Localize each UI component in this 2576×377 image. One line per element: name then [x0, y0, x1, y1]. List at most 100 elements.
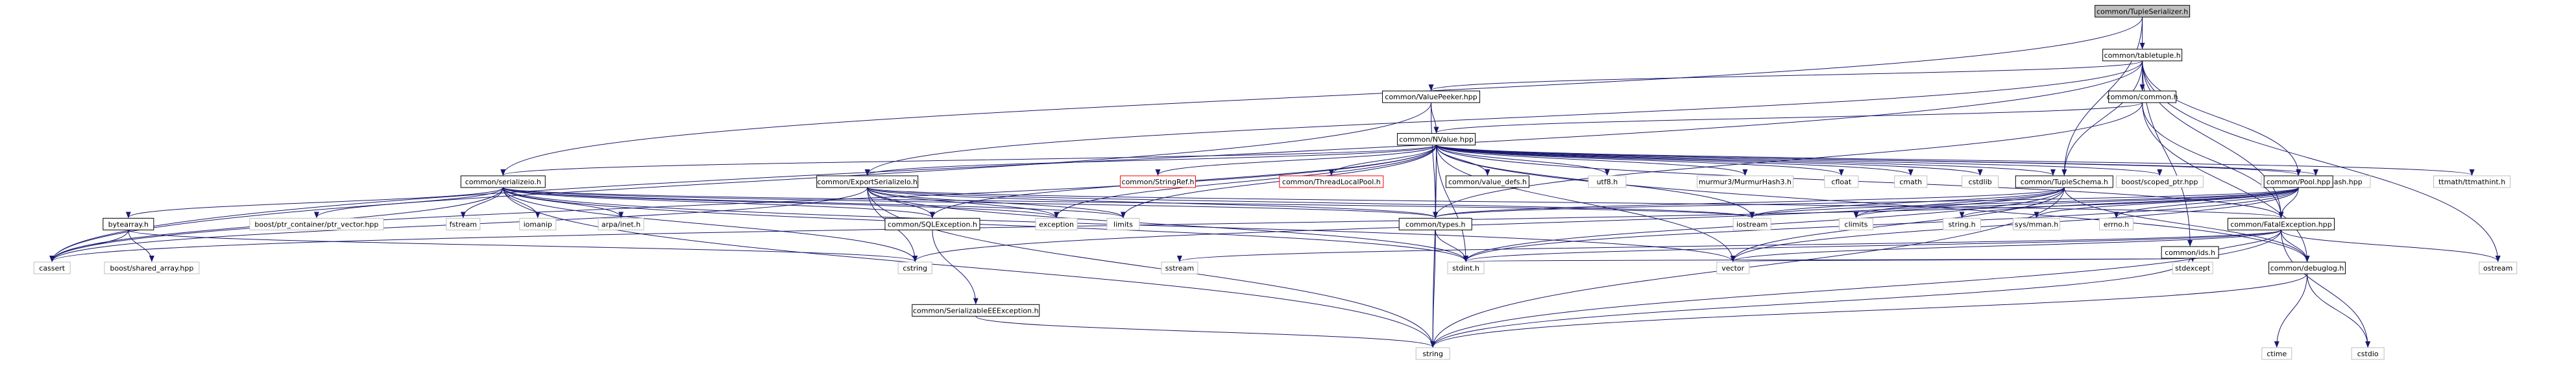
node-label-ba: bytearray.h: [108, 220, 149, 228]
node-label-bsp: boost/scoped_ptr.hpp: [2121, 178, 2198, 186]
edge-types-to-string: [1430, 230, 1436, 348]
node-label-ostream: ostream: [2483, 264, 2512, 273]
edge-esio-to-fe: [867, 187, 2283, 219]
edge-pool-to-fe: [2278, 187, 2299, 219]
edge-sio-to-cstring: [502, 187, 918, 262]
edge-sqle-to-sseee: [932, 230, 978, 305]
edge-vp-to-cassert: [49, 103, 1432, 262]
node-box-climits: [1839, 217, 1874, 230]
node-cfloat: cfloat: [1824, 175, 1859, 188]
edge-esio-to-exc: [867, 187, 1059, 219]
node-box-nv: [1397, 133, 1476, 146]
node-cm[interactable]: common/common.h: [2107, 90, 2178, 103]
node-label-cmath: cmath: [1899, 178, 1922, 186]
node-box-cfloat: [1824, 175, 1859, 188]
edge-vp-to-nv: [1431, 103, 1439, 134]
node-tsch[interactable]: common/TupleSchema.h: [2015, 175, 2113, 188]
node-ids[interactable]: common/ids.h: [2161, 246, 2219, 259]
edge-ids-to-stdint: [1465, 255, 2191, 262]
edge-tt-to-tsch: [2061, 60, 2143, 176]
node-label-stdexcept: stdexcept: [2175, 264, 2211, 273]
node-box-ba: [103, 217, 154, 230]
node-box-limits: [1106, 217, 1140, 230]
node-box-sio: [460, 175, 546, 188]
node-vector: vector: [1716, 261, 1750, 274]
node-box-sstream: [1161, 261, 1198, 274]
node-exc: exception: [1035, 217, 1078, 230]
node-fstream: fstream: [446, 217, 481, 230]
edge-sio-to-stdint: [502, 187, 1468, 262]
node-vd[interactable]: common/value_defs.h: [1445, 175, 1529, 188]
edge-sio-to-exc: [502, 187, 1059, 219]
edge-nv-to-tlp: [1328, 145, 1437, 176]
node-label-string: string: [1422, 350, 1443, 358]
node-box-exc: [1035, 217, 1078, 230]
node-limits: limits: [1106, 217, 1140, 230]
edge-fe-to-ostream: [2281, 230, 2501, 262]
edge-sio-to-iostream: [502, 187, 1755, 219]
node-esio[interactable]: common/ExportSerializeIo.h: [816, 175, 919, 188]
node-label-ids: common/ids.h: [2165, 249, 2215, 257]
edge-sio-to-fstream: [460, 187, 504, 219]
node-label-cstdlib: cstdlib: [1969, 178, 1992, 186]
node-label-vd: common/value_defs.h: [1448, 178, 1527, 186]
node-cassert: cassert: [33, 261, 71, 274]
edge-cm-to-dbg: [2142, 103, 2310, 262]
edge-sio-to-bpc: [314, 187, 504, 219]
edge-sseee-to-string: [975, 315, 1435, 348]
node-ts[interactable]: common/TupleSerializer.h: [2095, 5, 2191, 18]
node-box-vp: [1382, 90, 1481, 103]
node-ctime: ctime: [2261, 347, 2292, 360]
edge-nv-to-fe: [1436, 145, 2284, 219]
edge-fe-to-string: [1430, 230, 2282, 348]
node-box-bsp: [2115, 175, 2204, 188]
node-nv[interactable]: common/NValue.hpp: [1397, 133, 1476, 146]
node-label-fe: common/FatalException.hpp: [2230, 220, 2331, 228]
node-box-types: [1398, 217, 1472, 230]
node-box-esio: [816, 175, 919, 188]
node-label-utf8: utf8.h: [1597, 178, 1618, 186]
node-bpc: boost/ptr_container/ptr_vector.hpp: [249, 217, 384, 230]
node-box-arpa: [598, 217, 644, 230]
edge-esio-to-limits: [867, 187, 1126, 219]
node-sio[interactable]: common/serializeio.h: [460, 175, 546, 188]
node-box-bsa: [104, 261, 200, 274]
node-box-string: [1415, 347, 1450, 360]
node-label-stringh: string.h: [1949, 220, 1976, 228]
edge-pool-to-sysmman: [2034, 187, 2299, 219]
edge-tsch-to-iostream: [1749, 187, 2065, 219]
edge-tt-to-esio: [864, 60, 2143, 176]
edge-esio-to-iostream: [867, 187, 1755, 219]
node-label-sref: common/StringRef.h: [1122, 178, 1195, 186]
node-label-cfloat: cfloat: [1831, 178, 1851, 186]
node-label-cstdio: cstdio: [2357, 350, 2379, 358]
node-box-mm: [1696, 175, 1793, 188]
node-vp[interactable]: common/ValuePeeker.hpp: [1382, 90, 1481, 103]
node-label-cassert: cassert: [39, 264, 66, 273]
node-label-fstream: fstream: [450, 220, 477, 228]
node-types[interactable]: common/types.h: [1398, 217, 1472, 230]
node-sqle[interactable]: common/SQLException.h: [884, 217, 980, 230]
node-box-tsch: [2015, 175, 2113, 188]
node-ba[interactable]: bytearray.h: [103, 217, 154, 230]
node-label-sysmman: sys/mman.h: [2015, 220, 2058, 228]
node-box-bpc: [249, 217, 384, 230]
edge-tt-to-pool: [2142, 60, 2302, 176]
node-tt[interactable]: common/tabletuple.h: [2102, 49, 2183, 62]
node-sseee[interactable]: common/SerializableEEException.h: [912, 304, 1040, 317]
edge-ba-to-cstring: [128, 229, 917, 262]
node-fe[interactable]: common/FatalException.hpp: [2228, 217, 2335, 230]
node-box-errno: [2099, 217, 2134, 230]
node-dbg[interactable]: common/debuglog.h: [2268, 261, 2346, 274]
node-pool[interactable]: common/Pool.hpp: [2263, 175, 2333, 188]
node-box-cstring: [897, 261, 932, 274]
edge-fe-to-dbg: [2281, 230, 2310, 262]
node-label-vp: common/ValuePeeker.hpp: [1385, 93, 1477, 101]
node-box-pool: [2263, 175, 2333, 188]
node-label-stdint: stdint.h: [1452, 264, 1479, 273]
node-box-iomanip: [519, 217, 557, 230]
edge-ts-to-tsch: [2061, 17, 2143, 176]
node-ttm: ttmath/ttmathint.h: [2433, 175, 2511, 188]
edge-fe-to-cstdio: [2281, 230, 2371, 348]
